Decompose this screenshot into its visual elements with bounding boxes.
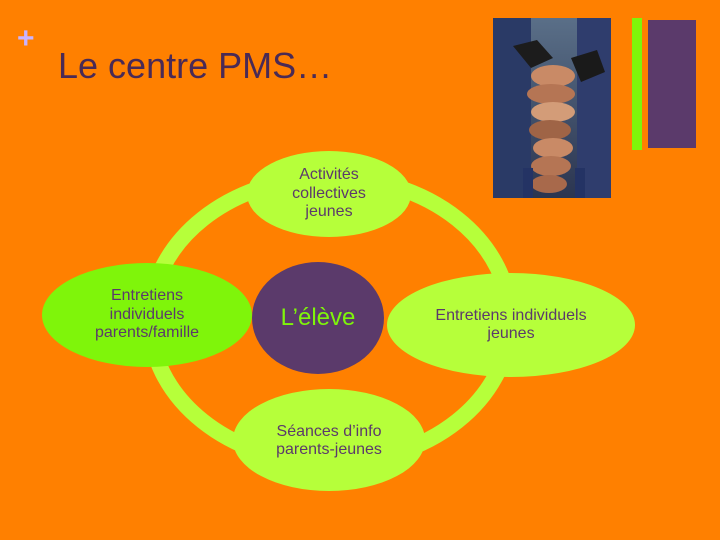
top-label: Activités collectives jeunes <box>292 166 366 221</box>
center-label: L’élève <box>280 304 356 332</box>
right-label: Entretiens individuels jeunes <box>435 306 587 342</box>
decorative-green-bar <box>632 18 642 150</box>
bottom-node <box>233 389 425 491</box>
bottom-label: Séances d’info parents-jeunes <box>276 422 382 458</box>
decorative-purple-block <box>648 20 696 148</box>
left-label: Entretiens individuels parents/famille <box>94 287 200 342</box>
right-node <box>387 273 635 377</box>
top-node <box>247 151 411 237</box>
center-node <box>252 262 384 374</box>
team-hands-photo <box>493 18 611 198</box>
left-node <box>42 263 252 367</box>
plus-icon: + <box>17 22 35 55</box>
page-title: Le centre PMS… <box>58 45 333 86</box>
